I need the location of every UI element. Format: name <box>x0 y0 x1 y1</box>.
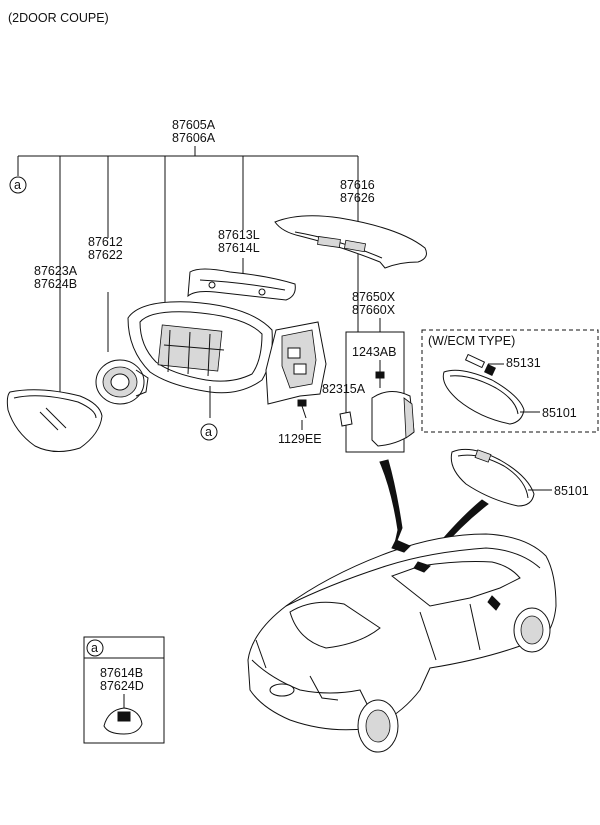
label-82315A: 82315A <box>322 382 366 396</box>
sensor-part <box>464 353 496 376</box>
bolt-part <box>297 399 307 419</box>
label-85101-upper: 85101 <box>542 406 577 420</box>
variant-title: (2DOOR COUPE) <box>8 11 109 25</box>
mount-cover-part <box>371 391 415 447</box>
inner-mirror-box <box>345 318 405 453</box>
leader-tree-87605A <box>17 146 359 398</box>
inset-lamp-part <box>103 707 143 735</box>
label-85101-lower: 85101 <box>554 484 589 498</box>
label-1129EE: 1129EE <box>278 432 322 446</box>
mirror-cover-part <box>274 215 427 269</box>
lamp-part <box>187 268 296 301</box>
callout-a-left: a <box>9 176 27 194</box>
label-87624B: 87624B <box>34 277 77 291</box>
car-illustration <box>247 533 557 753</box>
actuator-part <box>95 359 149 405</box>
label-87605A: 87605A <box>172 118 216 132</box>
inside-mirror-part <box>450 448 535 507</box>
label-87614L: 87614L <box>218 241 260 255</box>
callout-a-mirror: a <box>200 423 218 441</box>
label-85131: 85131 <box>506 356 541 370</box>
label-87613L: 87613L <box>218 228 260 242</box>
label-1243AB: 1243AB <box>352 345 396 359</box>
label-87650X: 87650X <box>352 290 396 304</box>
mirror-glass-part <box>6 389 103 452</box>
callout-a-inset: a <box>86 639 104 657</box>
label-87660X: 87660X <box>352 303 396 317</box>
label-87626: 87626 <box>340 191 375 205</box>
label-87614B: 87614B <box>100 666 143 680</box>
mirror-base-part <box>265 321 327 405</box>
label-87616: 87616 <box>340 178 375 192</box>
label-87624D: 87624D <box>100 679 144 693</box>
mirror-housing-part <box>127 301 273 418</box>
ecm-type-box <box>421 329 599 433</box>
label-87622: 87622 <box>88 248 123 262</box>
inset-box <box>83 636 165 744</box>
svg-text:a: a <box>205 425 212 439</box>
label-87606A: 87606A <box>172 131 216 145</box>
label-87623A: 87623A <box>34 264 78 278</box>
screw-part <box>375 371 385 388</box>
label-ecm-type: (W/ECM TYPE) <box>428 334 515 348</box>
clip-part <box>339 411 353 427</box>
ecm-mirror-part <box>442 369 525 425</box>
svg-text:a: a <box>91 641 98 655</box>
label-87612: 87612 <box>88 235 123 249</box>
svg-text:a: a <box>14 178 21 192</box>
